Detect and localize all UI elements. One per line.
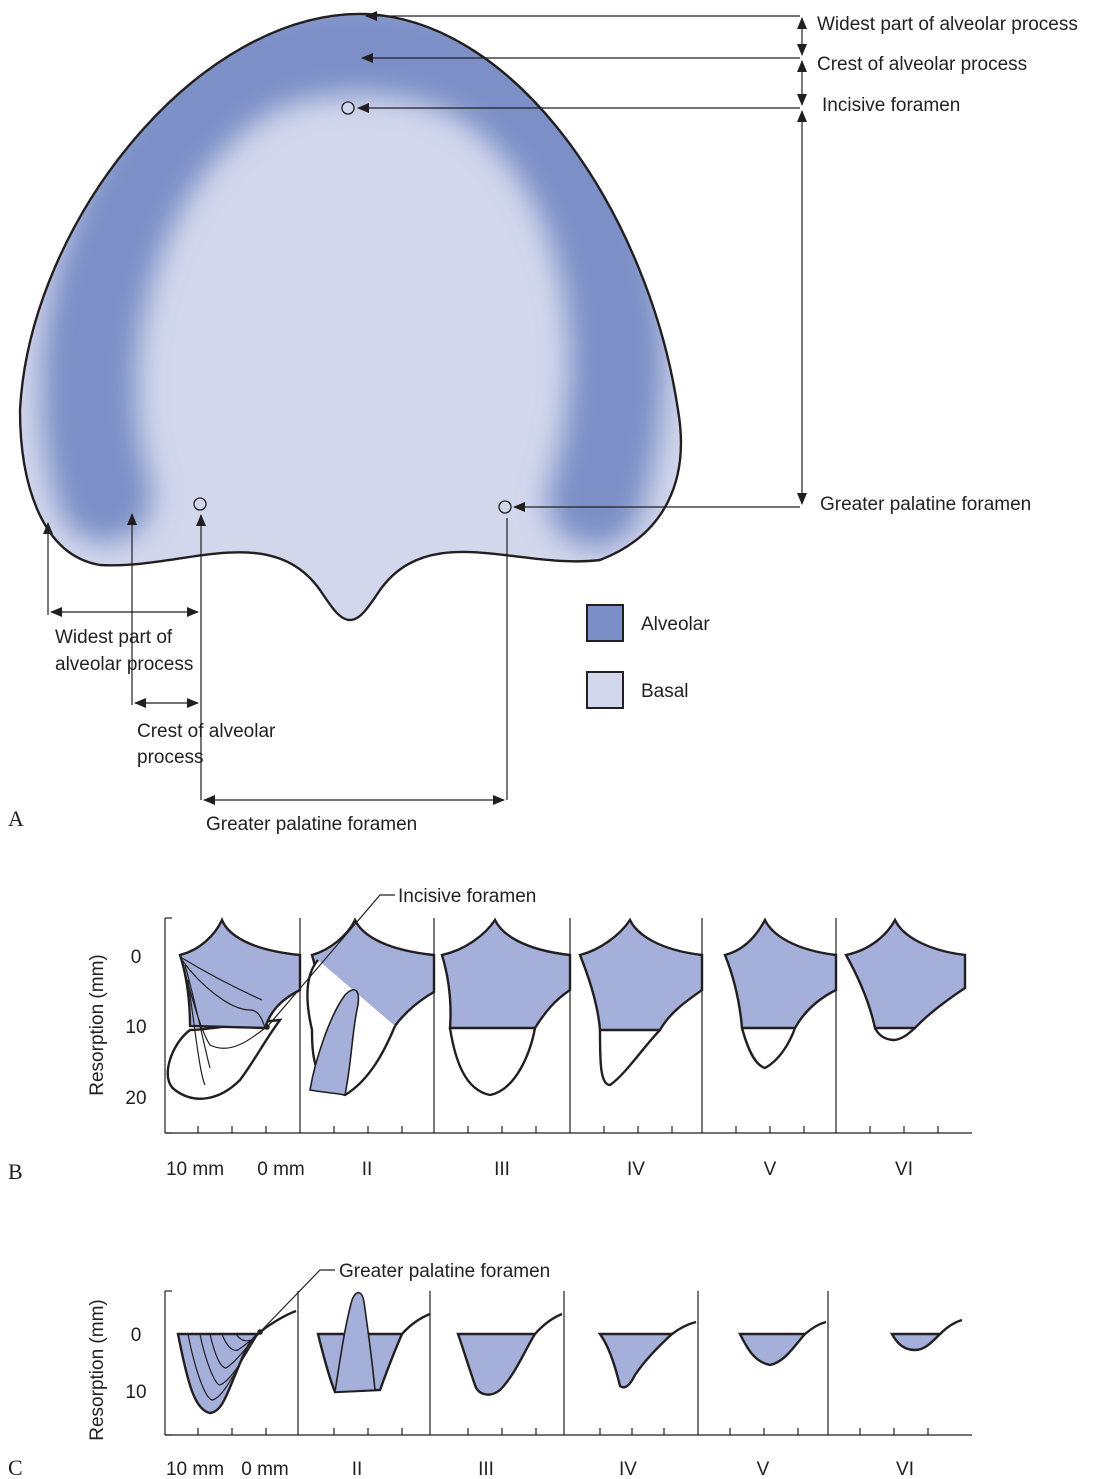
c-ii-palate-profile — [401, 1312, 431, 1335]
label-widest-bottom-1: Widest part of — [55, 627, 173, 648]
b-section-iii — [440, 917, 572, 1097]
b-section-ii — [306, 917, 436, 1097]
legend-swatch-basal — [586, 671, 624, 709]
c-y-tick-10: 10 — [125, 1382, 146, 1403]
b-i-basal-section — [178, 916, 302, 1030]
c-iii-resorption-area — [456, 1332, 538, 1396]
b-x-label-iii: III — [494, 1159, 510, 1180]
c-vi-palate-profile — [939, 1318, 963, 1335]
b-v-basal-section — [723, 917, 838, 1030]
c-x-ticks — [197, 1428, 929, 1435]
b-section-i — [166, 916, 302, 1100]
b-y-tick-20: 20 — [125, 1088, 146, 1109]
panel-a: Widest part of alveolar process Crest of… — [8, 11, 1078, 835]
c-x-label-v: V — [757, 1459, 770, 1479]
b-vi-basal-section — [844, 917, 967, 1030]
greater-palatine-foramen-right — [498, 500, 512, 514]
palate-outline — [18, 12, 683, 622]
b-iv-basal-section — [578, 917, 704, 1032]
b-ii-tooth — [309, 989, 360, 1096]
b-x-label-vi: VI — [895, 1159, 913, 1180]
c-iv-resorption-area — [597, 1332, 676, 1389]
c-i-contour-lines — [187, 1333, 259, 1401]
c-i-resorption-area — [176, 1332, 262, 1415]
alveolar-ridge-band — [41, 13, 665, 548]
c-callout-label: Greater palatine foramen — [339, 1261, 550, 1282]
c-ii-tooth — [334, 1291, 376, 1393]
label-widest-bottom-2: alveolar process — [55, 654, 193, 675]
panel-letter-b: B — [8, 1159, 23, 1184]
b-section-vi — [844, 917, 967, 1042]
legend: Alveolar Basal — [586, 604, 710, 709]
c-section-iii — [456, 1312, 563, 1396]
b-i-contour-lines — [179, 954, 266, 1086]
label-widest-top: Widest part of alveolar process — [817, 14, 1078, 35]
c-x-label-iii: III — [478, 1459, 494, 1479]
label-greater-palatine-bottom: Greater palatine foramen — [206, 814, 417, 835]
palate-shape — [18, 12, 683, 622]
panel-c: 0 10 Resorption (mm) — [8, 1261, 972, 1479]
label-crest-bottom-1: Crest of alveolar — [137, 721, 276, 742]
b-x-label-10mm: 10 mm — [166, 1159, 224, 1180]
c-x-label-10mm: 10 mm — [166, 1459, 224, 1479]
b-y-axis-label: Resorption (mm) — [87, 954, 108, 1095]
b-y-ticks — [165, 917, 172, 1134]
b-x-label-iv: IV — [627, 1159, 645, 1180]
b-x-ticks — [197, 1126, 939, 1133]
label-crest-top: Crest of alveolar process — [817, 54, 1027, 75]
b-i-lower-profile — [166, 1018, 283, 1100]
c-x-label-ii: II — [352, 1459, 363, 1479]
b-vi-lower-profile — [873, 1027, 916, 1042]
legend-label-basal: Basal — [641, 681, 689, 702]
c-v-palate-profile — [804, 1320, 827, 1335]
b-iv-lower-profile — [598, 1029, 661, 1087]
legend-label-alveolar: Alveolar — [641, 614, 710, 635]
b-callout-leader — [266, 894, 395, 1028]
c-section-v — [738, 1320, 827, 1367]
label-crest-bottom-2: process — [137, 747, 204, 768]
b-section-v — [723, 917, 838, 1070]
b-callout-label: Incisive foramen — [398, 886, 536, 907]
c-callout-leader — [259, 1269, 335, 1333]
c-section-i — [176, 1309, 297, 1415]
b-iii-basal-section — [440, 917, 572, 1030]
c-section-ii — [316, 1291, 431, 1394]
c-y-axis-label: Resorption (mm) — [87, 1299, 108, 1440]
b-y-tick-10: 10 — [125, 1017, 146, 1038]
incisive-foramen-marker — [341, 101, 355, 115]
b-x-label-v: V — [764, 1159, 777, 1180]
c-iv-palate-profile — [671, 1320, 697, 1335]
legend-swatch-alveolar — [586, 604, 624, 642]
label-incisive-top: Incisive foramen — [822, 95, 960, 116]
greater-palatine-foramen-left — [193, 497, 207, 511]
panel-letter-c: C — [8, 1455, 23, 1479]
c-y-tick-0: 0 — [131, 1325, 142, 1346]
label-greater-palatine-right: Greater palatine foramen — [820, 494, 1031, 515]
c-x-label-0mm: 0 mm — [241, 1459, 289, 1479]
b-x-label-0mm: 0 mm — [257, 1159, 305, 1180]
panel-letter-a: A — [8, 806, 24, 831]
b-x-label-ii: II — [362, 1159, 373, 1180]
c-v-resorption-area — [738, 1332, 808, 1367]
c-section-iv — [597, 1320, 697, 1389]
c-iii-palate-profile — [534, 1312, 563, 1335]
c-section-vi — [889, 1318, 963, 1352]
b-v-lower-profile — [740, 1027, 797, 1070]
c-x-label-vi: VI — [896, 1459, 914, 1479]
b-iii-lower-profile — [448, 1027, 537, 1097]
c-x-label-iv: IV — [619, 1459, 637, 1479]
c-y-ticks — [165, 1290, 172, 1436]
b-section-iv — [578, 917, 704, 1087]
b-y-tick-0: 0 — [131, 947, 142, 968]
c-vi-resorption-area — [889, 1332, 943, 1352]
panel-b: 0 10 20 Resorption (mm) — [8, 886, 972, 1184]
